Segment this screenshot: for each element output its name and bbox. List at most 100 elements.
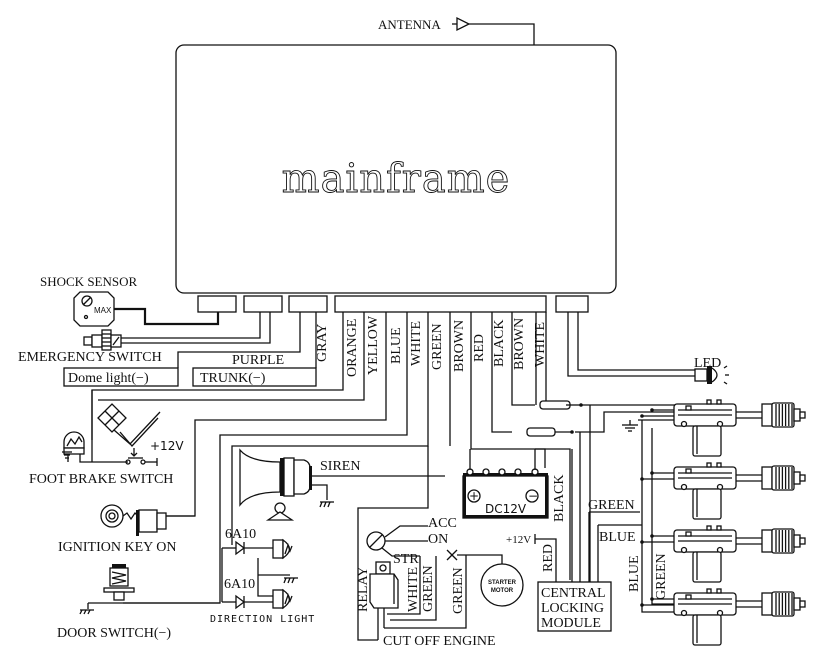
door-switch-label: DOOR SWITCH(−) bbox=[57, 626, 171, 641]
svg-text:MOTOR: MOTOR bbox=[491, 588, 514, 594]
central-locking-box bbox=[537, 581, 612, 632]
battery-icon: + − DC12V bbox=[462, 468, 549, 519]
starter-motor-icon: STARTER MOTOR bbox=[480, 563, 524, 607]
led-label: LED bbox=[694, 356, 721, 371]
mainframe-unit: mainframe bbox=[175, 44, 617, 294]
relay-label: RELAY bbox=[356, 567, 371, 612]
relay-green-2-label: GREEN bbox=[451, 567, 466, 614]
direction-light-label: DIRECTION LIGHT bbox=[210, 614, 315, 625]
shock-sensor-label: SHOCK SENSOR bbox=[40, 274, 137, 289]
battery-minus: − bbox=[528, 489, 538, 503]
relay-white-label: WHITE bbox=[406, 567, 421, 612]
wire-label-gray: GRAY bbox=[315, 324, 330, 362]
siren-ground-wire bbox=[312, 484, 328, 500]
ground-icon bbox=[79, 603, 94, 615]
shock-sensor-icon: MAX bbox=[73, 291, 115, 327]
battery-black-label: BLACK bbox=[552, 475, 567, 522]
led-icon bbox=[694, 365, 729, 385]
led-wire-a bbox=[567, 312, 695, 377]
brake-pedal-icon bbox=[97, 403, 161, 466]
central-locking-line2: LOCKING bbox=[541, 601, 604, 616]
emergency-switch-icon bbox=[83, 329, 122, 351]
wire-label-white-2: WHITE bbox=[533, 322, 548, 367]
svg-text:MAX: MAX bbox=[94, 306, 112, 315]
diode-bottom-label: 6A10 bbox=[224, 577, 255, 592]
mainframe-title: mainframe bbox=[282, 156, 511, 202]
wire-label-black: BLACK bbox=[492, 320, 507, 367]
siren-label: SIREN bbox=[320, 459, 360, 474]
foot-brake-label: FOOT BRAKE SWITCH bbox=[29, 472, 173, 487]
str-wire bbox=[381, 547, 420, 557]
brake-voltage-label: +12V bbox=[150, 439, 184, 453]
direction-light-top-icon bbox=[272, 538, 293, 560]
direction-light-return bbox=[257, 558, 273, 597]
actuator-group bbox=[640, 399, 806, 646]
door-switch-icon bbox=[103, 564, 135, 601]
battery-black-wire bbox=[535, 448, 571, 580]
starter-wire bbox=[457, 554, 503, 564]
wire-label-orange: ORANGE bbox=[345, 319, 360, 377]
emergency-wire-a bbox=[121, 312, 261, 339]
central-locking-line1: CENTRAL bbox=[541, 586, 606, 601]
relay-green-label: GREEN bbox=[421, 565, 436, 612]
led-wire-b bbox=[577, 312, 695, 371]
door-lock-actuator-icon bbox=[640, 399, 806, 457]
green-wire-b bbox=[384, 555, 467, 629]
acc-wire bbox=[384, 525, 428, 538]
lock-connectors bbox=[526, 400, 675, 437]
dome-light-box bbox=[63, 367, 179, 387]
wire-label-brown-2: BROWN bbox=[512, 318, 527, 370]
shock-sensor-wire bbox=[114, 307, 220, 326]
str-label: STR bbox=[393, 552, 419, 567]
emergency-switch-label: EMERGENCY SWITCH bbox=[18, 350, 162, 365]
ignition-label: IGNITION KEY ON bbox=[58, 540, 176, 555]
actuator-bus-blue bbox=[641, 420, 675, 613]
module-red-label: RED bbox=[541, 544, 556, 572]
ignition-switch-icon bbox=[366, 531, 386, 551]
plus12-label: +12V bbox=[506, 534, 531, 546]
mainframe-connectors bbox=[197, 295, 589, 313]
purple-label: PURPLE bbox=[232, 353, 284, 368]
acc-label: ACC bbox=[428, 516, 457, 531]
green-wire-a bbox=[390, 556, 437, 621]
white-wire bbox=[387, 556, 421, 615]
door-lock-actuator-icon bbox=[640, 525, 806, 583]
module-wires bbox=[571, 405, 599, 582]
siren-ground-icon bbox=[319, 501, 334, 508]
wire-label-brown: BROWN bbox=[452, 320, 467, 372]
battery-plus: + bbox=[469, 489, 479, 503]
diode-top-icon bbox=[222, 540, 273, 556]
relay-feed-wire bbox=[357, 446, 429, 641]
battery-label: DC12V bbox=[485, 502, 527, 516]
diode-top-label: 6A10 bbox=[225, 527, 256, 542]
wire-label-red: RED bbox=[472, 334, 487, 362]
antenna-label: ANTENNA bbox=[378, 17, 441, 32]
wire-label-blue: BLUE bbox=[389, 327, 404, 364]
module-red-wire bbox=[535, 538, 557, 582]
emergency-wire-b bbox=[121, 312, 271, 344]
svg-text:STARTER: STARTER bbox=[488, 580, 517, 586]
siren-icon bbox=[239, 448, 312, 521]
actuator-bus-green bbox=[651, 428, 675, 605]
antenna-icon bbox=[452, 16, 535, 45]
wire-label-white: WHITE bbox=[409, 321, 424, 366]
brake-light-icon bbox=[62, 431, 128, 463]
wire-label-yellow: YELLOW bbox=[366, 315, 381, 375]
wire-labels: GRAY ORANGE YELLOW BLUE WHITE GREEN BROW… bbox=[315, 315, 548, 377]
dome-light-label: Dome light(−) bbox=[68, 371, 149, 386]
diode-bottom-icon bbox=[222, 594, 273, 610]
lock-green-label: GREEN bbox=[588, 498, 635, 513]
direction-light-bottom-icon bbox=[272, 588, 293, 610]
lock-green-vertical-label: GREEN bbox=[654, 553, 669, 600]
ignition-key-icon bbox=[100, 504, 167, 536]
door-lock-actuator-icon bbox=[640, 462, 806, 520]
trunk-label: TRUNK(−) bbox=[200, 371, 266, 386]
trunk-box bbox=[192, 367, 317, 387]
lock-ground-icon bbox=[622, 419, 675, 432]
cut-off-label: CUT OFF ENGINE bbox=[383, 634, 496, 649]
on-label: ON bbox=[428, 532, 448, 547]
central-locking-line3: MODULE bbox=[541, 616, 601, 631]
lock-blue-label: BLUE bbox=[599, 530, 636, 545]
wire-label-green: GREEN bbox=[430, 323, 445, 370]
dome-light-wire bbox=[177, 312, 301, 368]
